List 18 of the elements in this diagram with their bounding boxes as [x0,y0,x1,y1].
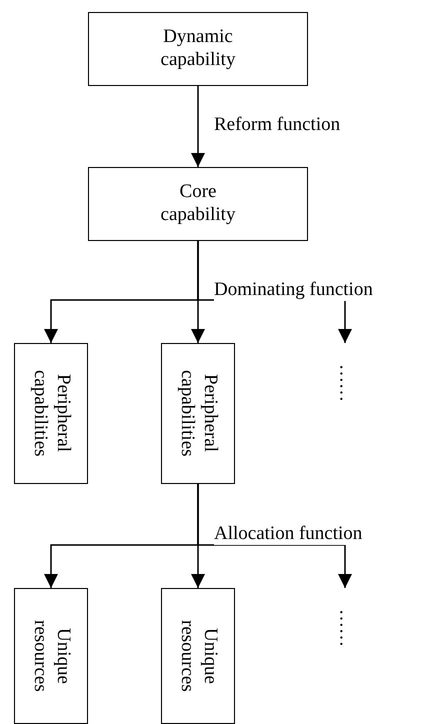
arrow [197,484,352,588]
ellipsis-text: …… [334,364,356,402]
process-box [88,167,308,241]
process-box [14,343,88,484]
process-box [14,588,88,724]
node-label: Peripheral capabilities [29,369,74,459]
process-box [88,12,308,86]
node-label: Unique resources [29,619,74,694]
node-label: Core capability [160,181,236,227]
arrow [191,86,205,167]
edge-label: Allocation function [214,524,362,545]
process-box [161,588,235,724]
process-box [161,343,235,484]
node-label: Peripheral capabilities [176,369,221,459]
node-label: Unique resources [176,619,221,694]
ellipsis-text: …… [334,609,356,647]
edge-label: Dominating function [214,280,373,301]
node-label: Dynamic capability [160,26,236,72]
